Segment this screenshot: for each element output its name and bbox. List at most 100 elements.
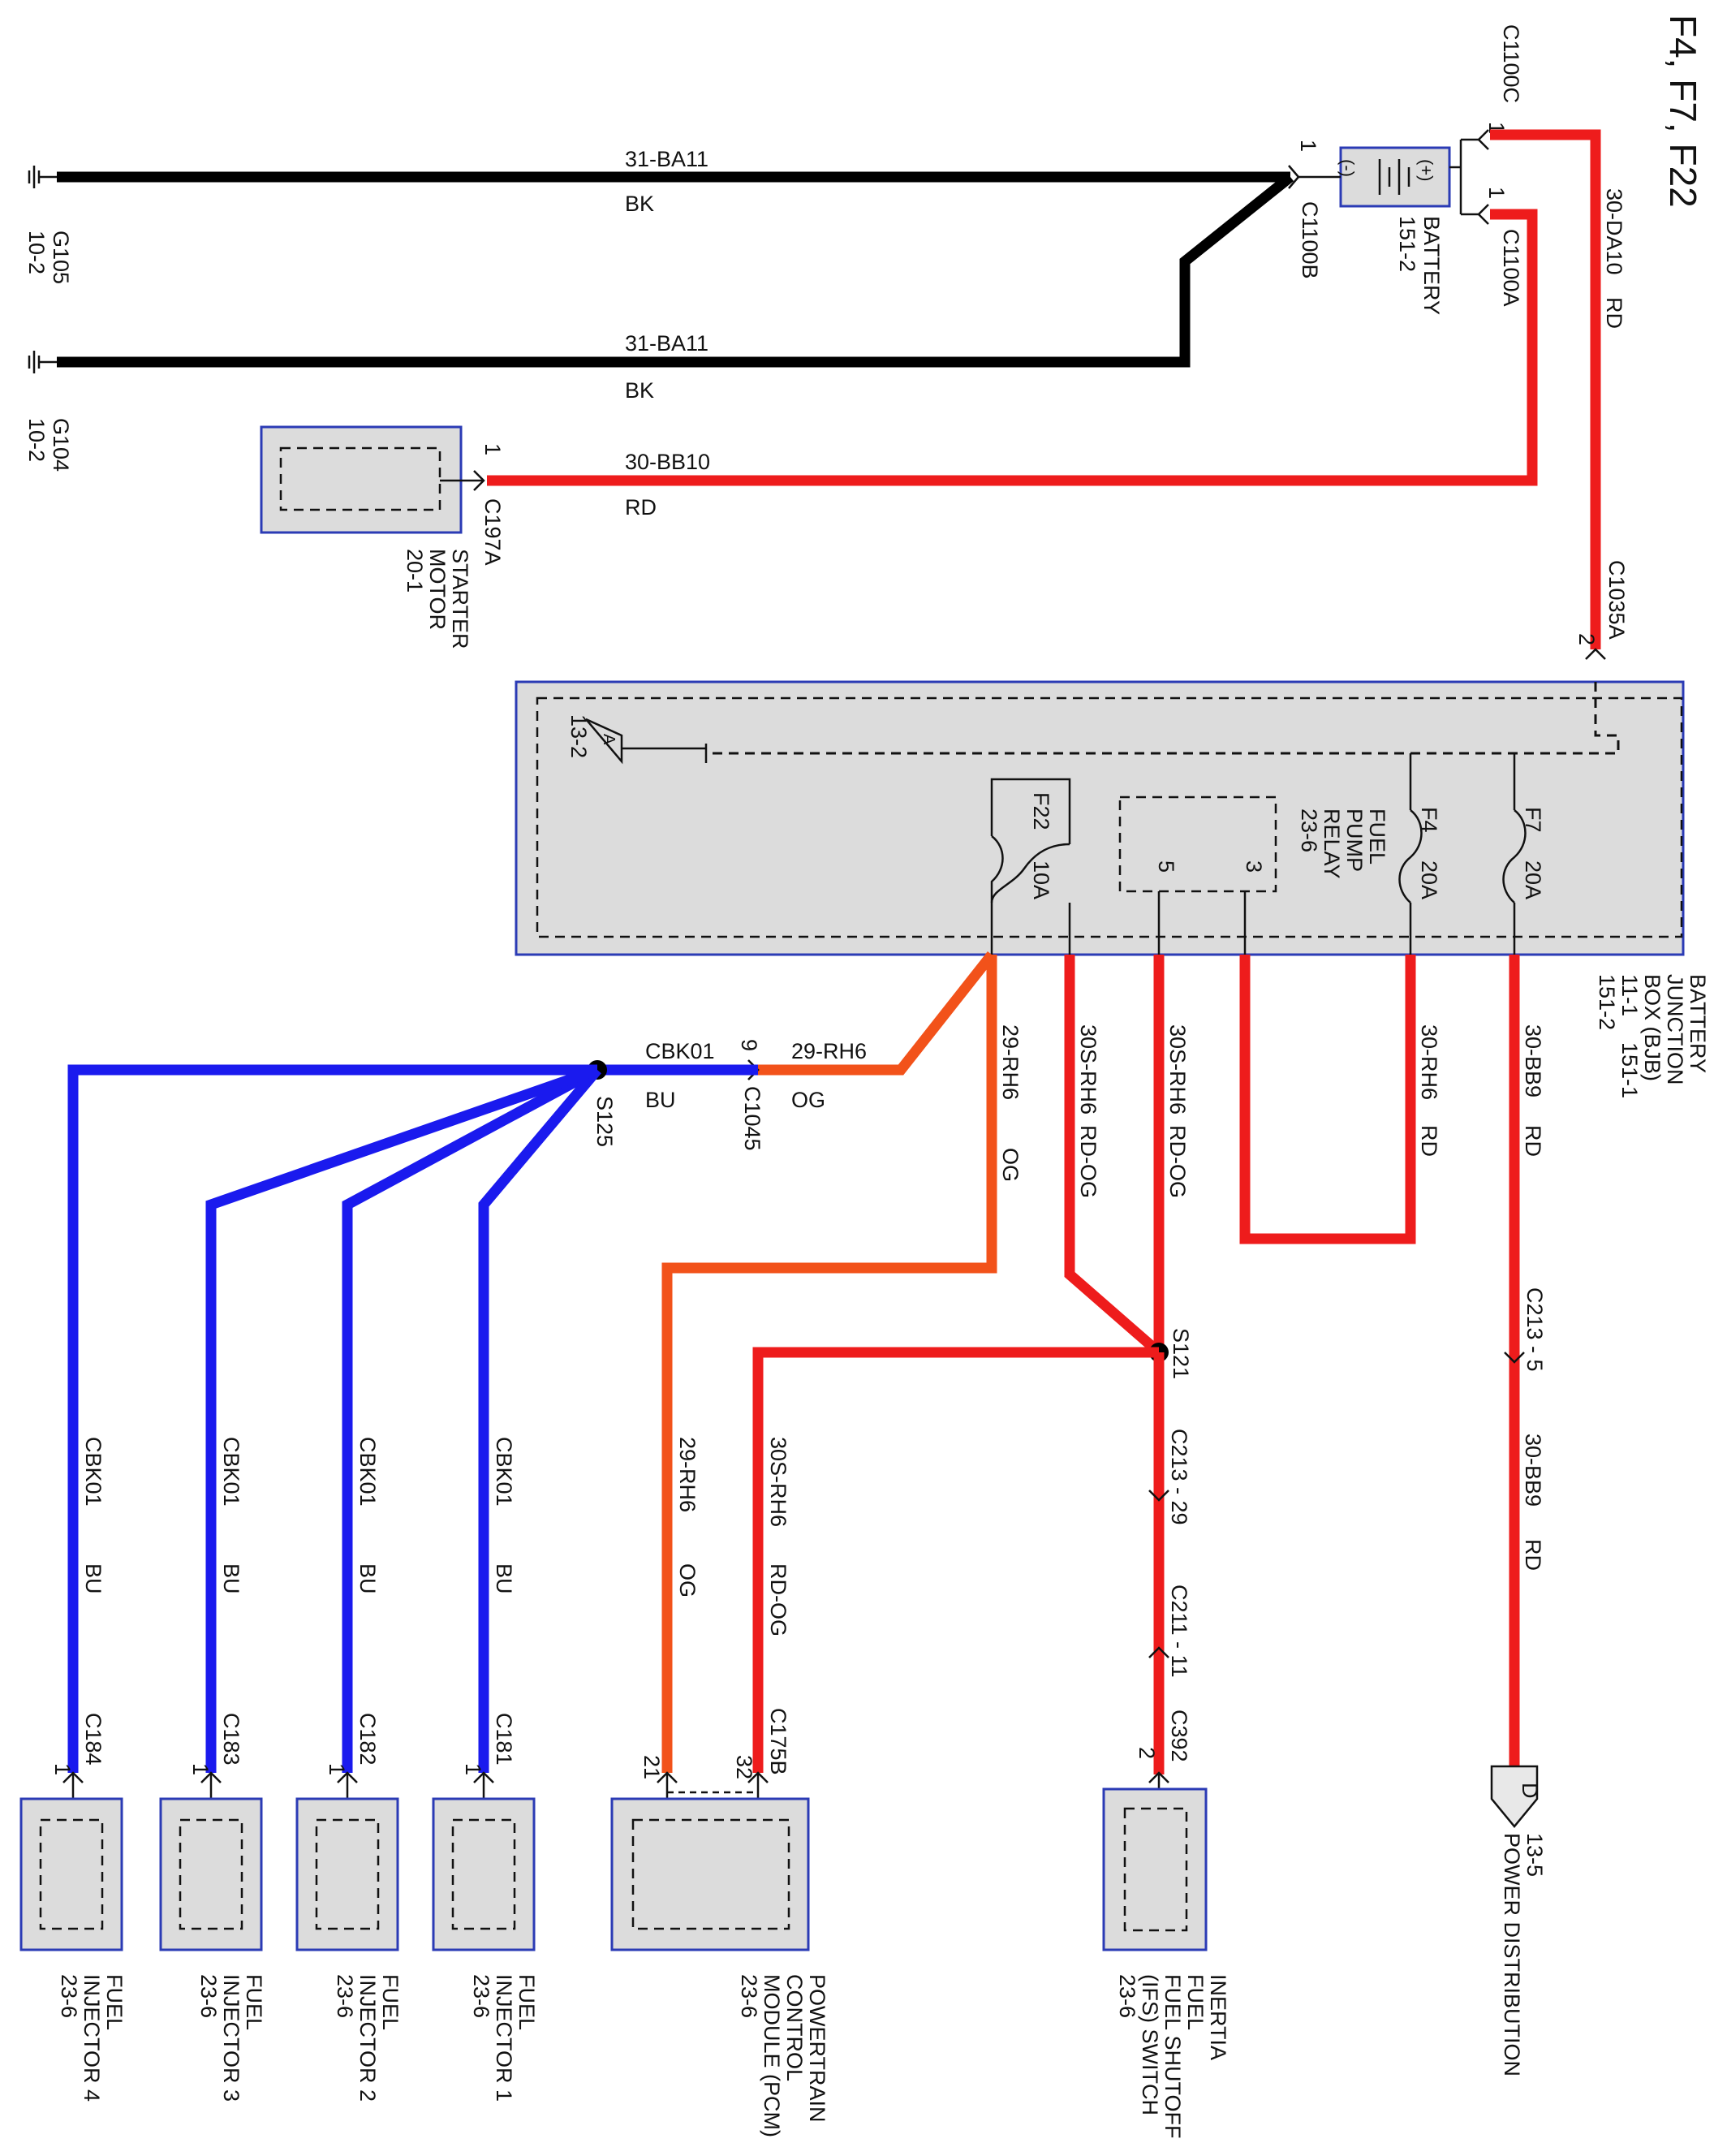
svg-text:FUEL: FUEL bbox=[242, 1974, 266, 2030]
ground-g105 bbox=[28, 166, 57, 188]
wire-cbk01-inj1 bbox=[478, 1066, 601, 1773]
diagram-title: F4, F7, F22 bbox=[1662, 15, 1704, 208]
wire-30-bb10 bbox=[487, 209, 1538, 486]
ifs-label-2: FUEL bbox=[1183, 1974, 1208, 2030]
splice-s121-label: S121 bbox=[1169, 1328, 1193, 1379]
conn-c1035a-pin: 2 bbox=[1574, 633, 1599, 645]
conn-c1100a-arrow bbox=[1477, 204, 1489, 225]
wire-label-cbk01-inj1: CBK01 bbox=[492, 1437, 516, 1507]
wire-color-rdog-c: RD-OG bbox=[766, 1563, 790, 1636]
relay-label-3: RELAY bbox=[1320, 808, 1344, 879]
conn-c213-29-arrow bbox=[1148, 1490, 1169, 1502]
fuel-injector-2-box bbox=[295, 1797, 399, 1951]
bjb-page-3: 151-2 bbox=[1595, 974, 1619, 1030]
wire-30s-rh6-pcm bbox=[752, 1347, 1159, 1773]
wire-label-30bb9-a: 30-BB9 bbox=[1521, 1024, 1545, 1097]
ref-a-triangle bbox=[585, 718, 623, 765]
conn-c181-pin: 1 bbox=[461, 1763, 485, 1775]
ifs-label-3: FUEL SHUTOFF bbox=[1161, 1974, 1185, 2139]
relay-label-1: FUEL bbox=[1365, 808, 1389, 865]
ground-g104-name: G104 bbox=[49, 418, 73, 472]
wire-color-og-b: OG bbox=[675, 1563, 700, 1598]
fuse-f22-symbol bbox=[990, 835, 1004, 903]
fuel-injector-1-label: INJECTOR 1 bbox=[492, 1974, 516, 2102]
bjb-page-2: 151-1 bbox=[1617, 1042, 1642, 1098]
conn-c182-label: C182 bbox=[355, 1713, 380, 1766]
wire-color-rd-starter: RD bbox=[625, 495, 657, 520]
conn-c183-label: C183 bbox=[219, 1713, 243, 1766]
splice-s125-label: S125 bbox=[592, 1096, 617, 1147]
battery-pin1-a: 1 bbox=[1484, 187, 1509, 199]
wire-30-rh6 bbox=[1239, 955, 1416, 1244]
wire-color-bu-a: BU bbox=[645, 1088, 676, 1112]
wire-29-rh6-c1045 bbox=[758, 951, 997, 1076]
wire-color-og-c: OG bbox=[791, 1088, 825, 1112]
fuel-injector-2-page: 23-6 bbox=[333, 1974, 357, 2018]
pcm-label-1: POWERTRAIN bbox=[805, 1974, 829, 2123]
wire-color-rd-b: RD bbox=[1521, 1539, 1545, 1571]
bjb-label-1: BATTERY bbox=[1686, 974, 1710, 1073]
wire-cbk01-inj4 bbox=[67, 1064, 597, 1773]
conn-c213-5: C213 - 5 bbox=[1522, 1287, 1547, 1372]
ref-page-13-2: 13-2 bbox=[566, 714, 591, 758]
wire-label-30rh6: 30-RH6 bbox=[1417, 1024, 1441, 1100]
svg-text:FUEL: FUEL bbox=[515, 1974, 539, 2030]
conn-c197a: C197A bbox=[480, 498, 505, 566]
wire-label-29rh6-b: 29-RH6 bbox=[675, 1437, 700, 1512]
power-dist-letter: D bbox=[1518, 1783, 1542, 1799]
conn-c392: C392 bbox=[1167, 1710, 1191, 1762]
pcm-page: 23-6 bbox=[737, 1974, 761, 2018]
fuel-injector-3-label: INJECTOR 3 bbox=[219, 1974, 243, 2102]
wire-30s-rh6-b bbox=[1064, 955, 1163, 1356]
conn-c1100a: C1100A bbox=[1499, 229, 1523, 307]
conn-c182-pin: 1 bbox=[325, 1763, 349, 1775]
fuse-f4-name: F4 bbox=[1417, 807, 1441, 833]
wire-color-bu-inj2: BU bbox=[355, 1563, 380, 1594]
fuel-injector-1-box bbox=[432, 1797, 536, 1951]
starter-motor-box bbox=[260, 425, 463, 534]
wire-color-rd-a: RD bbox=[1521, 1125, 1545, 1157]
wire-color-bu-inj4: BU bbox=[81, 1563, 106, 1594]
pcm-label-2: CONTROL bbox=[782, 1974, 807, 2081]
fuse-f22-name: F22 bbox=[1029, 792, 1053, 830]
fuse-f4-amps: 20A bbox=[1417, 860, 1441, 899]
conn-c392-pin: 2 bbox=[1135, 1747, 1159, 1759]
power-distribution-flag bbox=[1490, 1765, 1539, 1828]
fuse-f7-name: F7 bbox=[1521, 807, 1545, 833]
svg-text:FUEL: FUEL bbox=[378, 1974, 403, 2030]
pcm-pin32: 32 bbox=[732, 1755, 756, 1779]
fuse-f22-amps: 10A bbox=[1029, 860, 1053, 899]
wire-label-31ba11-a: 31-BA11 bbox=[625, 147, 708, 171]
wire-label-cbk01-inj2: CBK01 bbox=[355, 1437, 380, 1507]
wire-label-30srh6-c: 30S-RH6 bbox=[766, 1437, 790, 1527]
wire-29-rh6-pcm bbox=[661, 955, 997, 1773]
wire-label-30srh6-a: 30S-RH6 bbox=[1165, 1024, 1190, 1115]
wire-label-cbk01-inj3: CBK01 bbox=[219, 1437, 243, 1507]
conn-c1100b: C1100B bbox=[1298, 201, 1322, 279]
wire-label-30bb10: 30-BB10 bbox=[625, 450, 710, 474]
wire-label-29rh6-a: 29-RH6 bbox=[998, 1024, 1023, 1100]
fuel-injector-4-page: 23-6 bbox=[57, 1974, 81, 2018]
wire-color-rd-feed: RD bbox=[1602, 297, 1626, 329]
conn-c197a-arrow bbox=[473, 470, 485, 491]
wire-label-cbk01-inj4: CBK01 bbox=[81, 1437, 106, 1507]
wire-label-30bb9-b: 30-BB9 bbox=[1521, 1434, 1545, 1507]
ifs-label-1: INERTIA bbox=[1206, 1974, 1230, 2060]
ground-g105-page: 10-2 bbox=[24, 231, 49, 274]
ground-g105-name: G105 bbox=[49, 231, 73, 284]
wire-label-31ba11-b: 31-BA11 bbox=[625, 331, 708, 356]
conn-c213-5-arrow bbox=[1504, 1352, 1525, 1364]
wire-color-rdog-b: RD-OG bbox=[1076, 1125, 1100, 1198]
fuel-injector-2-label: INJECTOR 2 bbox=[355, 1974, 380, 2102]
conn-c1045-pin: 9 bbox=[737, 1039, 761, 1051]
ground-g104-page: 10-2 bbox=[24, 418, 49, 462]
wire-label-30srh6-b: 30S-RH6 bbox=[1076, 1024, 1100, 1115]
fuel-injector-1-page: 23-6 bbox=[469, 1974, 493, 2018]
battery-label: BATTERY bbox=[1419, 216, 1444, 315]
fuse-f7-symbol bbox=[1502, 809, 1527, 903]
bjb-label-2: JUNCTION bbox=[1663, 974, 1687, 1085]
wire-color-rd-c: RD bbox=[1417, 1125, 1441, 1157]
battery-page: 151-2 bbox=[1395, 216, 1419, 272]
relay-pin5: 5 bbox=[1154, 860, 1178, 873]
